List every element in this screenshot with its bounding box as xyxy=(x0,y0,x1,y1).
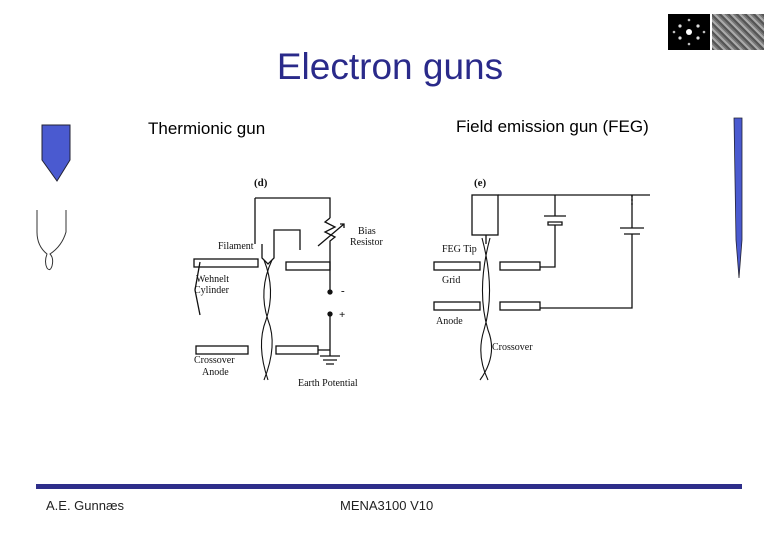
footer-course: MENA3100 V10 xyxy=(340,498,434,513)
resistor-label: Resistor xyxy=(350,237,383,248)
crossover-label-right: Crossover xyxy=(492,342,533,353)
footer-bar xyxy=(36,484,742,489)
feg-diagram xyxy=(433,194,650,381)
feg-panel-label: (e) xyxy=(474,177,487,189)
wehnelt-label: Wehnelt xyxy=(196,274,229,285)
bias-label: Bias xyxy=(358,226,376,237)
plus-label: + xyxy=(339,309,345,321)
anode-label-left: Anode xyxy=(202,367,229,378)
cylinder-label: Cylinder xyxy=(194,285,230,296)
feg-needle-icon xyxy=(733,117,743,279)
lattice-image-icon xyxy=(712,14,764,50)
feg-tip-label: FEG Tip xyxy=(442,244,477,255)
feg-heading: Field emission gun (FEG) xyxy=(456,117,649,136)
anode-label-right: Anode xyxy=(436,316,463,327)
crossover-label-left: Crossover xyxy=(194,355,235,366)
thermionic-panel-label: (d) xyxy=(254,177,268,189)
filament-loop-icon xyxy=(36,210,67,271)
grid-label: Grid xyxy=(442,275,460,286)
diffraction-pattern-icon xyxy=(668,14,710,50)
footer-author: A.E. Gunnæs xyxy=(46,498,125,513)
slide-title: Electron guns xyxy=(276,46,504,87)
thermionic-tip-icon xyxy=(41,124,71,182)
earth-label: Earth Potential xyxy=(298,378,358,389)
thermionic-heading: Thermionic gun xyxy=(148,119,266,138)
thermionic-diagram xyxy=(193,197,345,381)
minus-label: - xyxy=(341,285,345,297)
filament-label: Filament xyxy=(218,241,254,252)
